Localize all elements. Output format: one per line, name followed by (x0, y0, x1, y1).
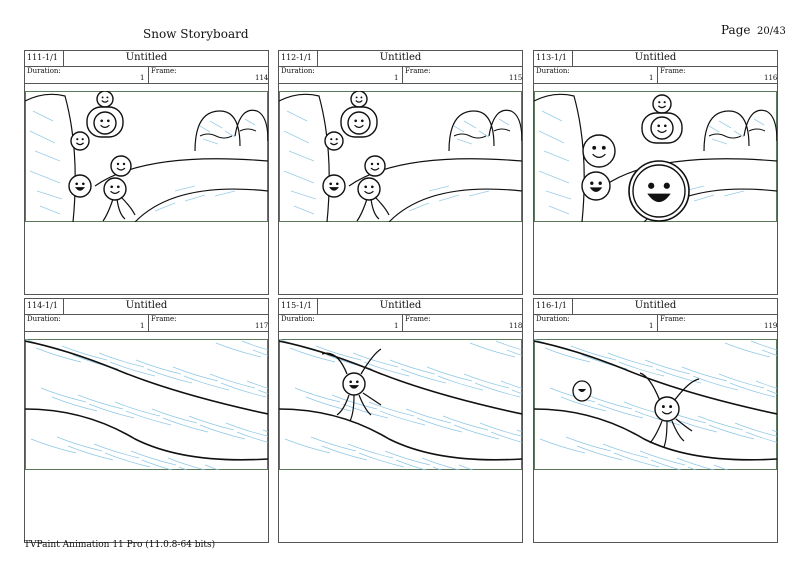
panel-drawing (279, 91, 522, 222)
shot-id: 116-1/1 (536, 301, 567, 310)
duration-value: 1 (394, 322, 399, 330)
frame-label: Frame: (151, 315, 177, 323)
duration-label: Duration: (27, 315, 61, 323)
frame-label: Frame: (660, 315, 686, 323)
shot-id: 114-1/1 (27, 301, 58, 310)
frame-label: Frame: (660, 67, 686, 75)
storyboard-panel: 114-1/1 Untitled Duration: 1 Frame: 117 (24, 298, 269, 543)
frame-label: Frame: (405, 315, 431, 323)
duration-label: Duration: (27, 67, 61, 75)
panel-drawing (534, 91, 777, 222)
storyboard-panel: 115-1/1 Untitled Duration: 1 Frame: 118 (278, 298, 523, 543)
page-label: Page (721, 23, 751, 37)
duration-label: Duration: (536, 67, 570, 75)
panel-drawing (534, 339, 777, 470)
shot-title: Untitled (379, 300, 422, 311)
frame-value: 119 (764, 322, 778, 330)
panel-drawing (25, 91, 268, 222)
panel-drawing (25, 339, 268, 470)
storyboard-panel: 116-1/1 Untitled Duration: 1 Frame: 119 (533, 298, 778, 543)
storyboard-panel: 112-1/1 Untitled Duration: 1 Frame: 115 (278, 50, 523, 295)
frame-value: 115 (509, 74, 523, 82)
shot-id: 113-1/1 (536, 53, 567, 62)
shot-title: Untitled (634, 300, 677, 311)
frame-label: Frame: (151, 67, 177, 75)
duration-value: 1 (140, 74, 145, 82)
panel-drawing (279, 339, 522, 470)
duration-label: Duration: (281, 315, 315, 323)
page-number: 20/43 (757, 26, 786, 37)
frame-value: 114 (255, 74, 269, 82)
document-title: Snow Storyboard (143, 27, 249, 41)
shot-title: Untitled (379, 52, 422, 63)
duration-label: Duration: (281, 67, 315, 75)
duration-value: 1 (649, 74, 654, 82)
storyboard-panel: 113-1/1 Untitled Duration: 1 Frame: 116 (533, 50, 778, 295)
shot-id: 112-1/1 (281, 53, 312, 62)
shot-title: Untitled (125, 300, 168, 311)
frame-label: Frame: (405, 67, 431, 75)
duration-value: 1 (140, 322, 145, 330)
duration-value: 1 (394, 74, 399, 82)
software-footer: TVPaint Animation 11 Pro (11.0.8-64 bits… (24, 540, 216, 550)
duration-label: Duration: (536, 315, 570, 323)
shot-id: 111-1/1 (27, 53, 58, 62)
shot-title: Untitled (125, 52, 168, 63)
frame-value: 118 (509, 322, 523, 330)
storyboard-panel: 111-1/1 Untitled Duration: 1 Frame: 114 (24, 50, 269, 295)
frame-value: 116 (764, 74, 778, 82)
duration-value: 1 (649, 322, 654, 330)
shot-id: 115-1/1 (281, 301, 312, 310)
frame-value: 117 (255, 322, 269, 330)
shot-title: Untitled (634, 52, 677, 63)
